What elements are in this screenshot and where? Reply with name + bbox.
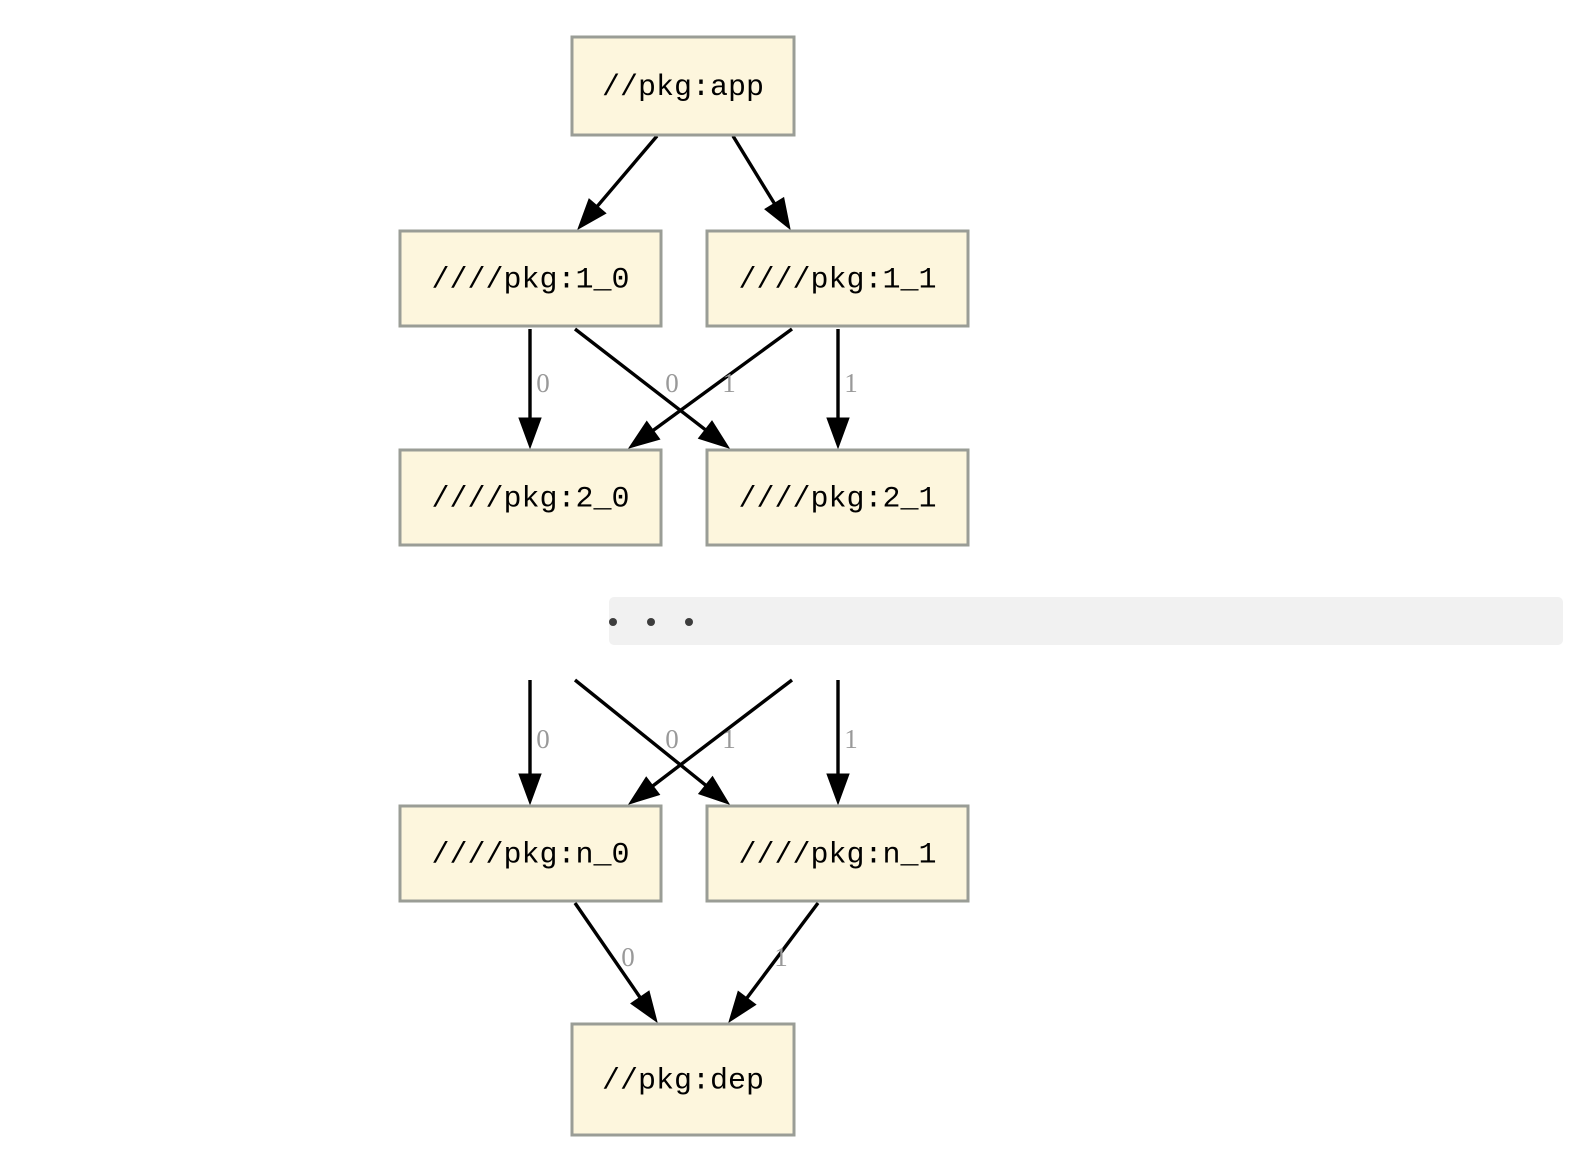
node-label: ////pkg:1_1 (738, 263, 936, 297)
arrowhead-icon (697, 775, 731, 805)
edge-line (647, 678, 794, 791)
arrowhead-icon (728, 990, 757, 1024)
edge-line (742, 901, 820, 1004)
arrowhead-icon (764, 196, 791, 231)
edge-app-to-n1_0 (577, 134, 659, 231)
edge-line (731, 135, 779, 210)
edge-hidden-to-nn_0: 1 (627, 678, 794, 805)
edge-line (573, 678, 712, 791)
arrowhead-icon (630, 990, 658, 1024)
edge-n1_0-to-n2_1: 0 (573, 327, 731, 449)
node-label: //pkg:dep (602, 1064, 764, 1098)
node-app[interactable]: //pkg:app (570, 35, 796, 137)
edge-layer: 0 0 1 1 0 0 1 1 0 1 (518, 134, 858, 1024)
edge-label: 0 (665, 368, 679, 398)
edge-label: 1 (844, 368, 858, 398)
edge-nn_0-to-dep: 0 (573, 902, 658, 1024)
node-label: //pkg:app (602, 71, 764, 105)
edge-label: 0 (665, 724, 679, 754)
edge-n1_0-to-n2_0: 0 (518, 329, 550, 450)
node-n2_0[interactable]: ////pkg:2_0 (398, 448, 663, 547)
edge-label: 0 (536, 368, 550, 398)
node-nn_1[interactable]: ////pkg:n_1 (705, 804, 970, 903)
node-label: ////pkg:2_1 (738, 482, 936, 516)
ellipsis-dot-2 (685, 618, 693, 626)
node-label: ////pkg:2_0 (431, 482, 629, 516)
node-layer: //pkg:app ////pkg:1_0 ////pkg:1_1 ////pkg:2… (398, 35, 970, 1137)
node-nn_0[interactable]: ////pkg:n_0 (398, 804, 663, 903)
edge-hidden-to-nn_1: 0 (573, 678, 731, 805)
edge-label: 1 (722, 368, 736, 398)
edge-line (573, 327, 712, 435)
node-n2_1[interactable]: ////pkg:2_1 (705, 448, 970, 547)
edge-line (647, 327, 794, 436)
edge-label: 1 (774, 942, 788, 972)
arrowhead-icon (577, 198, 607, 231)
edge-app-to-n1_1 (731, 135, 791, 231)
edge-hidden-to-nn_1: 1 (826, 680, 858, 806)
node-label: ////pkg:n_1 (738, 838, 936, 872)
node-box[interactable] (705, 448, 970, 547)
node-n1_1[interactable]: ////pkg:1_1 (705, 229, 970, 328)
node-box[interactable] (570, 35, 796, 137)
arrowhead-icon (697, 420, 731, 449)
edge-n1_1-to-n2_1: 1 (826, 329, 858, 450)
arrowhead-icon (518, 417, 542, 450)
arrowhead-icon (826, 773, 850, 806)
ellipsis-section (609, 597, 1563, 645)
arrowhead-icon (826, 417, 850, 450)
arrowhead-icon (627, 776, 661, 805)
ellipsis-dot-0 (609, 618, 617, 626)
ellipsis-dot-1 (647, 618, 655, 626)
node-dep[interactable]: //pkg:dep (570, 1022, 796, 1137)
node-label: ////pkg:1_0 (431, 263, 629, 297)
edge-label: 0 (621, 942, 635, 972)
node-n1_0[interactable]: ////pkg:1_0 (398, 229, 663, 328)
edge-line (592, 134, 659, 212)
edge-hidden-to-nn_0: 0 (518, 680, 550, 806)
node-box[interactable] (398, 804, 663, 903)
node-box[interactable] (398, 229, 663, 328)
edge-label: 0 (536, 724, 550, 754)
node-box[interactable] (398, 448, 663, 547)
node-label: ////pkg:n_0 (431, 838, 629, 872)
arrowhead-icon (627, 420, 661, 449)
node-box[interactable] (705, 229, 970, 328)
edge-label: 1 (722, 724, 736, 754)
edge-line (573, 902, 645, 1004)
edge-label: 1 (844, 724, 858, 754)
edge-n1_1-to-n2_0: 1 (627, 327, 794, 449)
node-box[interactable] (705, 804, 970, 903)
edge-nn_1-to-dep: 1 (728, 901, 820, 1024)
arrowhead-icon (518, 773, 542, 806)
ellipsis-band (609, 597, 1563, 645)
node-box[interactable] (570, 1022, 796, 1137)
